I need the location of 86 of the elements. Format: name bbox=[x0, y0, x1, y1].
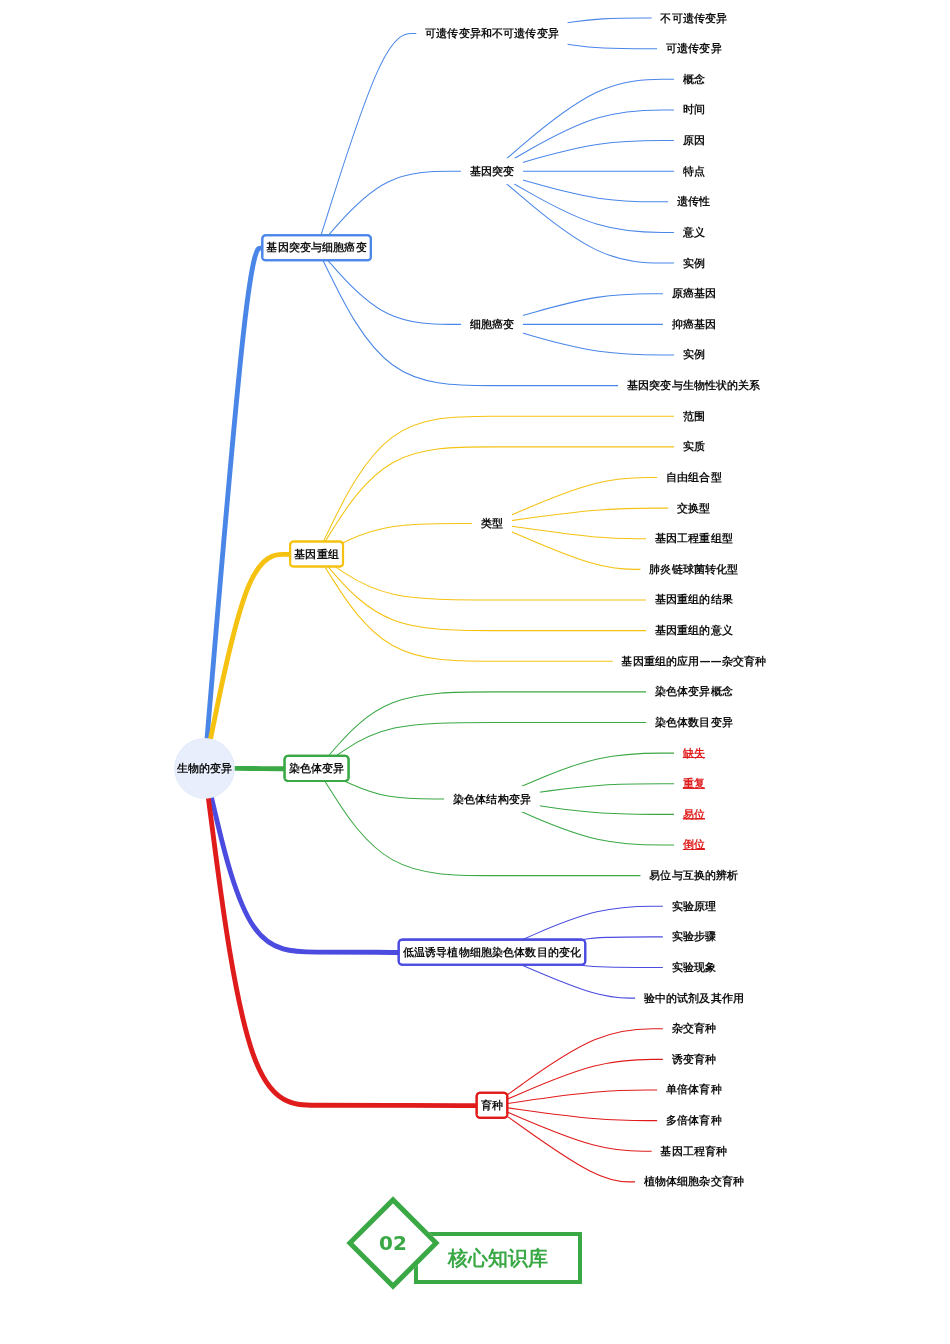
connector bbox=[521, 811, 676, 846]
node-text: 缺失 bbox=[683, 746, 706, 760]
node-text: 可遗传变异 bbox=[666, 41, 723, 55]
node-text: 细胞癌变 bbox=[470, 317, 515, 331]
connector bbox=[344, 780, 446, 800]
connector bbox=[323, 260, 620, 387]
connector bbox=[323, 415, 676, 543]
connector bbox=[324, 780, 642, 877]
node-text: 染色体变异概念 bbox=[655, 684, 734, 699]
node-text: 意义 bbox=[683, 225, 706, 239]
connector bbox=[521, 752, 676, 788]
node-text: 易位 bbox=[683, 807, 706, 821]
connector bbox=[209, 797, 400, 955]
connector bbox=[328, 566, 648, 632]
node-text: 基因重组的结果 bbox=[655, 593, 734, 607]
connector bbox=[522, 293, 665, 317]
connector bbox=[513, 109, 676, 160]
node-text: 实例 bbox=[683, 348, 706, 362]
connector bbox=[507, 1028, 665, 1096]
node-text: 基因突变 bbox=[470, 164, 515, 178]
section-title: 核心知识库 bbox=[448, 1244, 548, 1272]
connector bbox=[507, 1058, 665, 1100]
node-text: 原癌基因 bbox=[671, 286, 717, 301]
connector bbox=[511, 477, 659, 516]
connector bbox=[342, 522, 474, 544]
node-text: 染色体数目变异 bbox=[655, 715, 734, 729]
connector bbox=[506, 78, 676, 160]
node-text: 类型 bbox=[481, 516, 504, 530]
node-text: 特点 bbox=[683, 164, 706, 178]
node-text: 植物体细胞杂交育种 bbox=[644, 1174, 745, 1189]
node-text: 染色体结构变异 bbox=[453, 792, 532, 806]
node-text: 易位与互换的辨析 bbox=[649, 868, 739, 882]
node-text: 诱变育种 bbox=[671, 1052, 717, 1066]
node-text: 肺炎链球菌转化型 bbox=[649, 562, 739, 576]
connector bbox=[539, 805, 676, 815]
node-text: 实验现象 bbox=[671, 960, 717, 974]
connector bbox=[522, 332, 676, 356]
connector bbox=[522, 140, 676, 163]
node-text: 概念 bbox=[683, 72, 706, 86]
node-text: 原因 bbox=[683, 133, 706, 147]
connector bbox=[522, 170, 676, 172]
node-text: 时间 bbox=[683, 103, 706, 117]
connector bbox=[522, 179, 670, 203]
node-text: 自由组合型 bbox=[666, 470, 723, 484]
node-text: 遗传性 bbox=[677, 194, 711, 209]
section-number: 02 bbox=[379, 1231, 407, 1255]
node-text: 验中的试剂及其作用 bbox=[644, 991, 745, 1005]
node-text: 基因突变与生物性状的关系 bbox=[627, 378, 762, 392]
node-text: 不可遗传变异 bbox=[660, 11, 728, 25]
node-text: 可遗传变异和不可遗传变异 bbox=[425, 26, 560, 40]
connector bbox=[324, 446, 676, 543]
connector bbox=[506, 183, 676, 264]
node-text: 实质 bbox=[683, 439, 706, 454]
connector bbox=[522, 323, 665, 325]
connector bbox=[335, 566, 648, 601]
connector bbox=[539, 783, 676, 793]
connector bbox=[567, 17, 653, 24]
node-text: 实验原理 bbox=[671, 899, 717, 913]
node-text: 实验步骤 bbox=[671, 929, 717, 944]
node-text: 基因工程重组型 bbox=[655, 531, 734, 546]
node-text: 实例 bbox=[683, 256, 706, 270]
node-text: 基因工程育种 bbox=[660, 1144, 728, 1158]
node-text: 多倍体育种 bbox=[666, 1113, 723, 1127]
connector bbox=[507, 1111, 653, 1152]
connector bbox=[567, 43, 659, 50]
node-text: 杂交育种 bbox=[671, 1021, 717, 1036]
connector bbox=[507, 1115, 637, 1183]
node-text: 重复 bbox=[683, 776, 706, 791]
connector bbox=[507, 1107, 659, 1122]
connector bbox=[324, 566, 615, 662]
connector bbox=[511, 531, 642, 570]
connector bbox=[511, 525, 648, 540]
node-circle: 生物的变异 bbox=[174, 738, 236, 799]
node-text: 范围 bbox=[683, 409, 706, 423]
connector bbox=[206, 797, 478, 1109]
node-text: 基因重组的应用——杂交育种 bbox=[621, 654, 767, 668]
connector bbox=[513, 183, 676, 233]
node-text: 交换型 bbox=[677, 501, 711, 515]
connector bbox=[507, 1089, 659, 1104]
node-text: 抑癌基因 bbox=[671, 317, 717, 331]
node-text: 单倍体育种 bbox=[666, 1083, 723, 1097]
connector bbox=[208, 551, 291, 740]
connector bbox=[511, 507, 670, 522]
connector bbox=[328, 260, 463, 325]
node-text: 基因重组的意义 bbox=[655, 623, 734, 637]
node-text: 倒位 bbox=[683, 838, 706, 852]
